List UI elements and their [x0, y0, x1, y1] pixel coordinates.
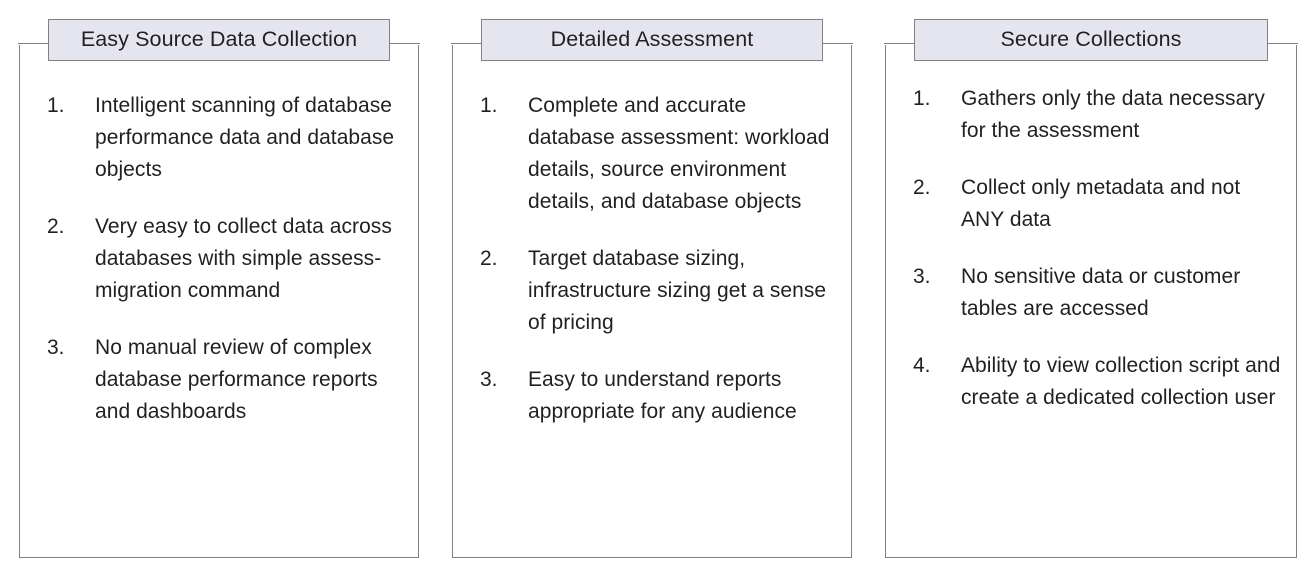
- panel-top-border-stub-left: [451, 43, 482, 45]
- panel-header-badge: Easy Source Data Collection: [48, 19, 390, 61]
- panel-item-list: 1. Intelligent scanning of database perf…: [20, 45, 418, 428]
- list-item-number: 2.: [47, 215, 65, 238]
- list-item: 3. No manual review of complex database …: [47, 332, 402, 428]
- panel-secure-collections: Secure Collections 1. Gathers only the d…: [884, 19, 1298, 558]
- panel-header-badge: Detailed Assessment: [481, 19, 823, 61]
- panel-title: Easy Source Data Collection: [80, 27, 358, 52]
- list-item: 3. No sensitive data or customer tables …: [913, 261, 1282, 325]
- list-item-number: 3.: [47, 336, 65, 359]
- list-item-text: No manual review of complex database per…: [95, 336, 378, 423]
- panel-top-border-stub-left: [18, 43, 49, 45]
- list-item-text: Target database sizing, infrastructure s…: [528, 247, 827, 334]
- panel-top-border-stub-left: [884, 43, 915, 45]
- list-item-number: 3.: [480, 368, 498, 391]
- list-item: 1. Gathers only the data necessary for t…: [913, 83, 1282, 147]
- list-item-number: 2.: [913, 176, 931, 199]
- panel-header-badge: Secure Collections: [914, 19, 1268, 61]
- list-item-number: 4.: [913, 354, 931, 377]
- list-item-text: No sensitive data or customer tables are…: [961, 265, 1241, 320]
- panel-title: Detailed Assessment: [550, 27, 754, 52]
- list-item-number: 3.: [913, 265, 931, 288]
- panel-detailed-assessment: Detailed Assessment 1. Complete and accu…: [451, 19, 853, 558]
- list-item: 1. Intelligent scanning of database perf…: [47, 90, 402, 186]
- list-item: 1. Complete and accurate database assess…: [480, 90, 835, 218]
- list-item-text: Gathers only the data necessary for the …: [961, 87, 1265, 142]
- list-item-text: Very easy to collect data across databas…: [95, 215, 392, 302]
- list-item-text: Complete and accurate database assessmen…: [528, 94, 830, 213]
- list-item: 2. Target database sizing, infrastructur…: [480, 243, 835, 339]
- list-item-text: Easy to understand reports appropriate f…: [528, 368, 797, 423]
- list-item: 4. Ability to view collection script and…: [913, 350, 1282, 414]
- list-item: 3. Easy to understand reports appropriat…: [480, 364, 835, 428]
- panel-title: Secure Collections: [1000, 27, 1182, 52]
- panel-top-border-stub-right: [389, 43, 420, 45]
- panel-item-list: 1. Gathers only the data necessary for t…: [886, 45, 1296, 414]
- panel-item-list: 1. Complete and accurate database assess…: [453, 45, 851, 428]
- panel-easy-source-data-collection: Easy Source Data Collection 1. Intellige…: [18, 19, 420, 558]
- list-item: 2. Collect only metadata and not ANY dat…: [913, 172, 1282, 236]
- panel-top-border-stub-right: [1267, 43, 1298, 45]
- panel-top-border-stub-right: [822, 43, 853, 45]
- list-item-number: 1.: [47, 94, 65, 117]
- list-item: 2. Very easy to collect data across data…: [47, 211, 402, 307]
- list-item-number: 1.: [480, 94, 498, 117]
- list-item-text: Intelligent scanning of database perform…: [95, 94, 395, 181]
- list-item-text: Ability to view collection script and cr…: [961, 354, 1281, 409]
- list-item-number: 2.: [480, 247, 498, 270]
- list-item-number: 1.: [913, 87, 931, 110]
- list-item-text: Collect only metadata and not ANY data: [961, 176, 1241, 231]
